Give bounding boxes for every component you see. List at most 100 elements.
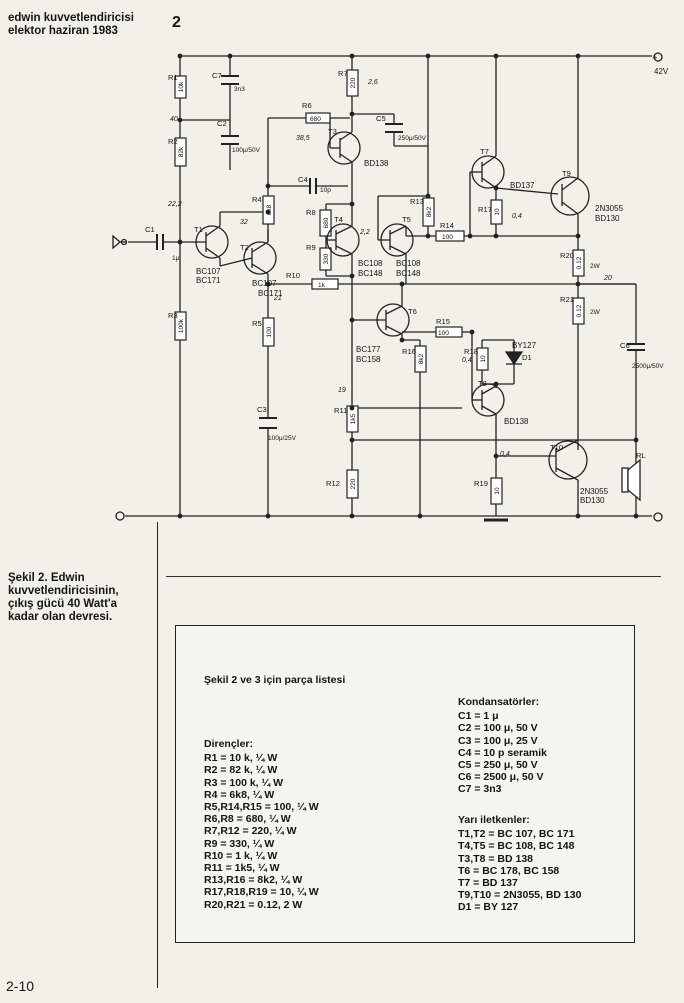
parts-list-box: Şekil 2 ve 3 için parça listesi Dirençle… [175,625,635,943]
component-value-c2: 100μ/50V [232,147,261,154]
component-label-c7: C7 [212,71,222,80]
figure-caption: Şekil 2. Edwin kuvvetlendiricisinin, çık… [8,572,148,624]
capacitors-item: C7 = 3n3 [458,783,502,796]
component-label-r16: R16 [402,347,416,356]
semis-item: T3,T8 = BD 138 [458,852,533,865]
resistors-item: R13,R16 = 8k2, ¼ W [204,874,303,887]
annotation-voltage-40: 40 [170,116,178,123]
annotation-voltage-20: 20 [603,275,612,282]
component-value-c7: 3n3 [234,86,245,93]
capacitors-item: C4 = 10 p seramik [458,746,548,759]
component-label-r12: R12 [326,479,340,488]
semis-item: T4,T5 = BC 108, BC 148 [458,840,575,853]
component-value-r13: 8k2 [426,206,433,217]
parts-list-title: Şekil 2 ve 3 için parça listesi [204,674,346,686]
component-label-r14: R14 [440,221,454,230]
caption-line-2: kuvvetlendiricisinin, [8,585,119,597]
component-value-r19: 10 [494,487,501,495]
component-label-d1: D1 [522,353,532,362]
component-value-r15: 100 [438,330,449,337]
component-label-t6: T6 [408,307,417,316]
resistors-item: R7,R12 = 220, ¼ W [204,825,297,838]
component-value-t3: BD138 [364,159,389,168]
component-label-t5: T5 [402,215,411,224]
header-line-2: elektor haziran 1983 [8,25,118,37]
component-label-r8: R8 [306,208,316,217]
capacitors-item: C5 = 250 μ, 50 V [458,759,538,772]
component-label-rl: RL [636,451,646,460]
component-value-r1: 10k [178,81,185,92]
capacitors-item: C6 = 2500 μ, 50 V [458,771,544,784]
caption-line-4: kadar olan devresi. [8,611,113,623]
annotation-voltage-0-4-c: 0,4 [500,451,510,458]
annotation-voltage-2-2: 2,2 [359,229,370,236]
capacitors-item: C2 = 100 μ, 50 V [458,722,538,735]
annotation-voltage-32: 32 [240,219,248,226]
component-value-r18: 10 [480,355,487,363]
header-line-1: edwin kuvvetlendiricisi [8,12,134,24]
component-value-t9: 2N3055 [595,204,624,213]
resistors-item: R10 = 1 k, ¼ W [204,849,278,862]
semis-item: T9,T10 = 2N3055, BD 130 [458,889,582,902]
component-label-t7: T7 [480,147,489,156]
annotation-voltage-22-2: 22,2 [167,201,182,208]
schematic: R110kR282kR3100kR46k8R5100R6680R7220R868… [112,52,669,522]
component-label-c5: C5 [376,114,386,123]
component-label-c1: C1 [145,225,155,234]
component-value-d1: BY127 [512,341,537,350]
component-value-r21: 0.12 [576,304,583,317]
component-value-r3: 100k [178,318,185,333]
component-label-t4: T4 [334,215,343,224]
component-label-r9: R9 [306,243,316,252]
component-value-t7: BD137 [510,181,535,190]
component-label-r6: R6 [302,101,312,110]
component-value-alt-t2: BC171 [258,289,283,298]
resistors-item: R1 = 10 k, ¼ W [204,752,278,765]
component-value-r4: 6k8 [266,204,273,215]
annotation-voltage-19: 19 [338,387,346,394]
page-header: edwin kuvvetlendiricisi elektor haziran … [8,12,134,38]
capacitors-item: C3 = 100 μ, 25 V [458,734,538,747]
semis-item: T6 = BC 178, BC 158 [458,864,560,877]
component-value-t4: BC108 [358,259,383,268]
component-value-alt-t4: BC148 [358,269,383,278]
annotation-voltage-21: 21 [273,295,282,302]
component-label-r15: R15 [436,317,450,326]
capacitors-header: Kondansatörler: [458,696,540,708]
component-label-c2: C2 [217,119,227,128]
component-value-r20: 0.12 [576,256,583,269]
component-label-r1: R1 [168,73,178,82]
horizontal-rule [166,576,661,577]
component-value-c3: 100μ/25V [268,435,297,442]
annotation-voltage-38-5: 38,5 [296,135,310,142]
component-value-r8: 680 [323,217,330,228]
component-label-r21: R21 [560,295,574,304]
component-value-alt-t10: BD130 [580,496,605,505]
component-value-r16: 8k2 [418,353,425,364]
component-label-t2: T2 [240,243,249,252]
component-value-alt-t5: BC148 [396,269,421,278]
component-value-r10: 1k [318,282,326,289]
component-value-c5: 250μ/50V [398,135,427,142]
supply-voltage: 42V [654,67,669,76]
resistors-item: R17,R18,R19 = 10, ¼ W [204,886,319,899]
component-label-c3: C3 [257,405,267,414]
component-label-r13: R13 [410,197,424,206]
page-number: 2-10 [6,978,35,994]
component-value-r14: 100 [442,234,453,241]
component-value-c4: 10p [320,187,331,194]
component-label-t3: T3 [328,127,337,136]
component-value-alt-t1: BC171 [196,276,221,285]
component-label-r18: R18 [464,347,478,356]
resistors-header: Dirençler: [204,738,254,750]
component-value-c6: 2500μ/50V [632,363,664,370]
component-value-alt-t6: BC158 [356,355,381,364]
resistors-item: R4 = 6k8, ¼ W [204,788,275,801]
resistors-item: R5,R14,R15 = 100, ¼ W [204,801,319,814]
annotation-voltage-0-4-a: 0,4 [512,213,522,220]
annotation-2w-r21: 2W [590,309,601,316]
component-value-t2: BC107 [252,279,277,288]
